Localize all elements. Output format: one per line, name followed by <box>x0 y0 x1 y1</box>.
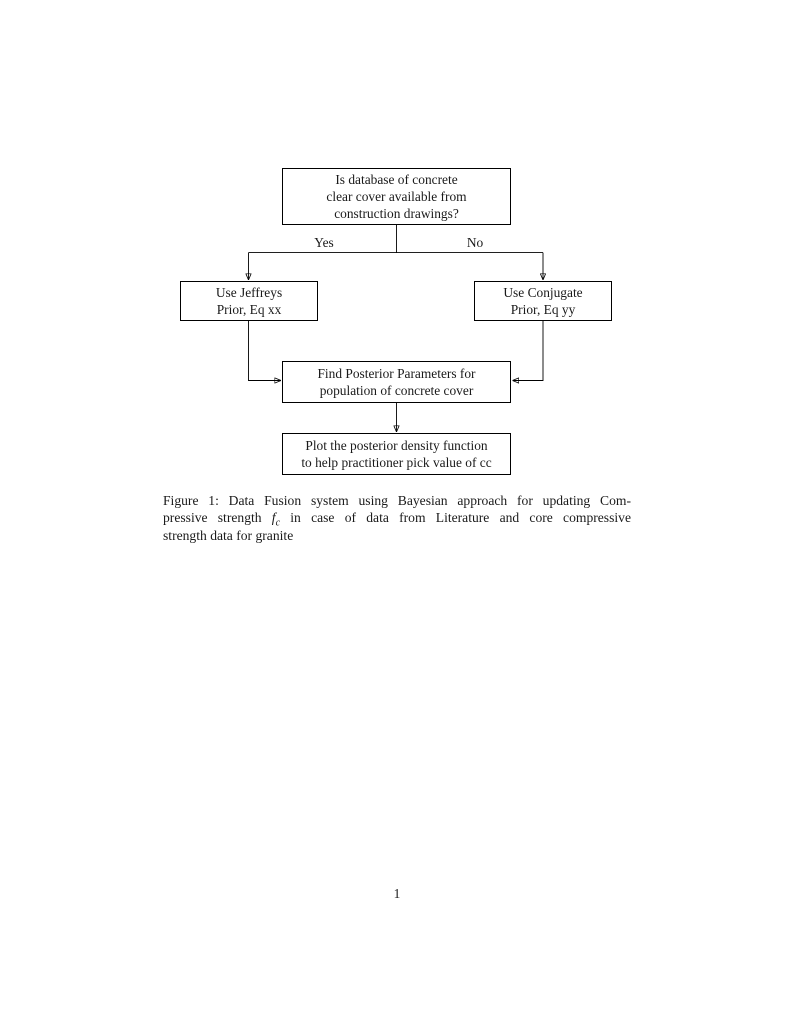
plot-line-2: to help practitioner pick value of cc <box>301 455 492 470</box>
caption-line-3: strength data for granite <box>163 527 631 544</box>
caption-text-1: Figure 1: Data Fusion system using Bayes… <box>163 493 631 508</box>
jeffreys-line-1: Use Jeffreys <box>215 284 283 300</box>
posterior-line-1: Find Posterior Parameters for <box>317 365 476 381</box>
caption-text-2-pre: pressive strength <box>163 510 272 526</box>
caption-line-1: Figure 1: Data Fusion system using Bayes… <box>163 492 631 509</box>
decision-line-3: construction drawings? <box>334 206 459 222</box>
node-decision-question: Is database of concrete clear cover avai… <box>282 168 511 225</box>
node-plot-density: Plot the posterior density function to h… <box>282 433 511 475</box>
caption-line-2: pressive strength fc in case of data fro… <box>163 509 631 530</box>
decision-line-1: Is database of concrete <box>335 171 458 187</box>
conjugate-line-2: Prior, Eq yy <box>510 302 576 317</box>
plot-line-1: Plot the posterior density function <box>305 437 488 453</box>
arrow-conjugate-to-posterior <box>512 321 544 381</box>
posterior-line-2: population of concrete cover <box>319 383 474 398</box>
caption-text-2-post: in case of data from Literature and core… <box>280 510 631 526</box>
caption-text-3: strength data for granite <box>163 527 294 543</box>
caption-math-fc-sub: c <box>275 518 281 530</box>
caption-math-fc: f <box>271 510 276 526</box>
jeffreys-line-2: Prior, Eq xx <box>216 302 282 317</box>
decision-line-2: clear cover available from <box>326 188 467 204</box>
node-find-posterior: Find Posterior Parameters for population… <box>282 361 511 403</box>
arrow-jeffreys-to-posterior <box>248 321 281 381</box>
node-jeffreys-prior: Use Jeffreys Prior, Eq xx <box>180 281 318 321</box>
yes-branch-label: Yes <box>312 234 336 251</box>
conjugate-line-1: Use Conjugate <box>503 284 583 300</box>
page-number: 1 <box>393 886 401 901</box>
node-conjugate-prior: Use Conjugate Prior, Eq yy <box>474 281 612 321</box>
figure-caption: Figure 1: Data Fusion system using Bayes… <box>163 492 631 544</box>
no-branch-label: No <box>464 234 486 251</box>
